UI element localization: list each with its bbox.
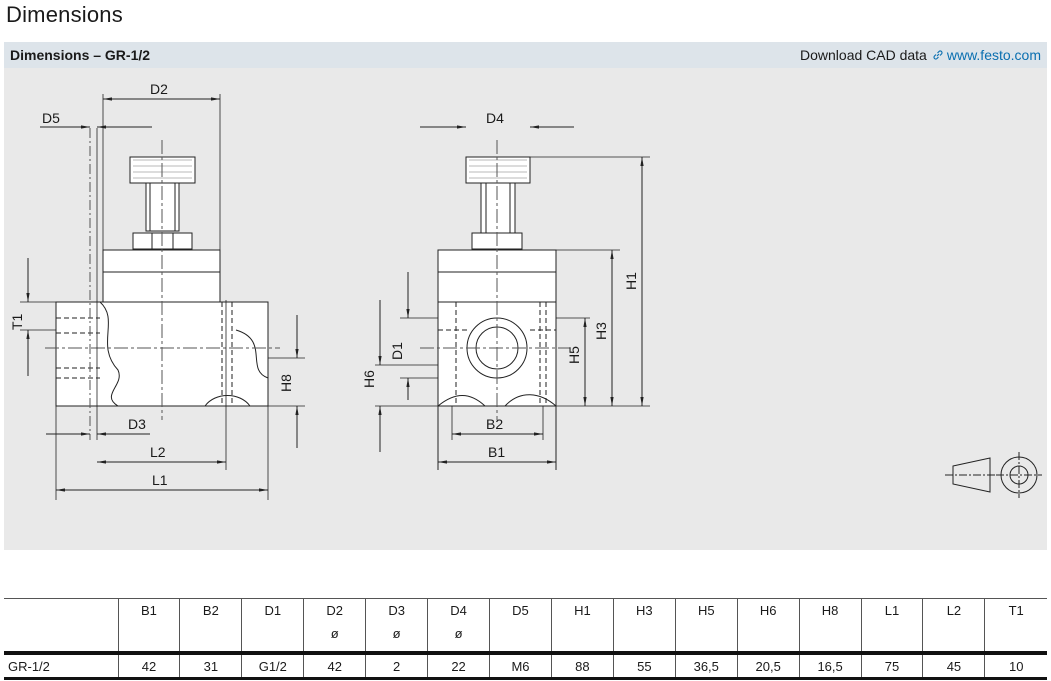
header-h6: H6	[736, 598, 800, 653]
front-knob	[465, 156, 531, 184]
header-h8: H8	[798, 598, 862, 653]
cell-h3: 55	[612, 651, 676, 680]
panel-title: Dimensions – GR-1/2	[10, 47, 151, 63]
label-h1: H1	[623, 272, 639, 290]
label-b2: B2	[486, 416, 503, 432]
table-row: GR-1/2 42 31 G1/2 42 2 22 M6 88 55 36,5 …	[4, 651, 1047, 680]
cell-d2: 42	[303, 651, 366, 680]
cell-h5: 36,5	[674, 651, 738, 680]
side-view	[20, 94, 305, 500]
label-h6: H6	[361, 370, 377, 388]
cell-d4: 22	[427, 651, 490, 680]
header-l1: L1	[860, 598, 923, 653]
header-h1: H1	[550, 598, 614, 653]
label-d4: D4	[486, 110, 504, 126]
festo-link[interactable]: www.festo.com	[932, 47, 1041, 63]
label-d1: D1	[389, 342, 405, 360]
cell-l2: 45	[922, 651, 985, 680]
header-d5: D5	[489, 598, 552, 653]
panel-header: Dimensions – GR-1/2 Download CAD data ww…	[4, 42, 1047, 68]
download-cad-label: Download CAD data	[800, 47, 927, 63]
cell-h1: 88	[550, 651, 614, 680]
label-l2: L2	[150, 444, 166, 460]
label-t1: T1	[9, 313, 25, 330]
cad-download-area: Download CAD data www.festo.com	[800, 47, 1041, 63]
label-h5: H5	[566, 346, 582, 364]
cell-d3: 2	[365, 651, 428, 680]
front-view	[375, 125, 650, 470]
cell-h6: 20,5	[736, 651, 800, 680]
cell-h8: 16,5	[798, 651, 862, 680]
header-h5: H5	[674, 598, 738, 653]
header-b1: B1	[117, 598, 180, 653]
header-h3: H3	[612, 598, 676, 653]
cell-t1: 10	[984, 651, 1047, 680]
header-cell	[4, 598, 118, 653]
label-b1: B1	[488, 444, 505, 460]
cell-l1: 75	[860, 651, 923, 680]
label-l1: L1	[152, 472, 168, 488]
front-shaft	[480, 182, 516, 234]
page-heading: Dimensions	[6, 2, 123, 27]
cell-d5: M6	[489, 651, 552, 680]
label-h3: H3	[593, 322, 609, 340]
label-d2: D2	[150, 81, 168, 97]
header-b2: B2	[179, 598, 242, 653]
label-d5: D5	[42, 110, 60, 126]
link-icon	[933, 50, 943, 60]
first-angle-projection-icon	[945, 452, 1042, 498]
festo-link-text: www.festo.com	[946, 47, 1041, 63]
label-d3: D3	[128, 416, 146, 432]
header-d1: D1	[241, 598, 304, 653]
header-l2: L2	[922, 598, 985, 653]
label-h8: H8	[278, 374, 294, 392]
cell-type: GR-1/2	[4, 651, 118, 680]
cell-b2: 31	[179, 651, 242, 680]
dimension-labels: D2 D5 D4 T1 D3 L2 L1 H8 H6 D1 H5 H3 H1 B…	[9, 81, 639, 488]
technical-drawing: D2 D5 D4 T1 D3 L2 L1 H8 H6 D1 H5 H3 H1 B…	[9, 81, 1042, 500]
cell-b1: 42	[117, 651, 180, 680]
header-t1: T1	[984, 598, 1047, 653]
cell-d1: G1/2	[241, 651, 304, 680]
